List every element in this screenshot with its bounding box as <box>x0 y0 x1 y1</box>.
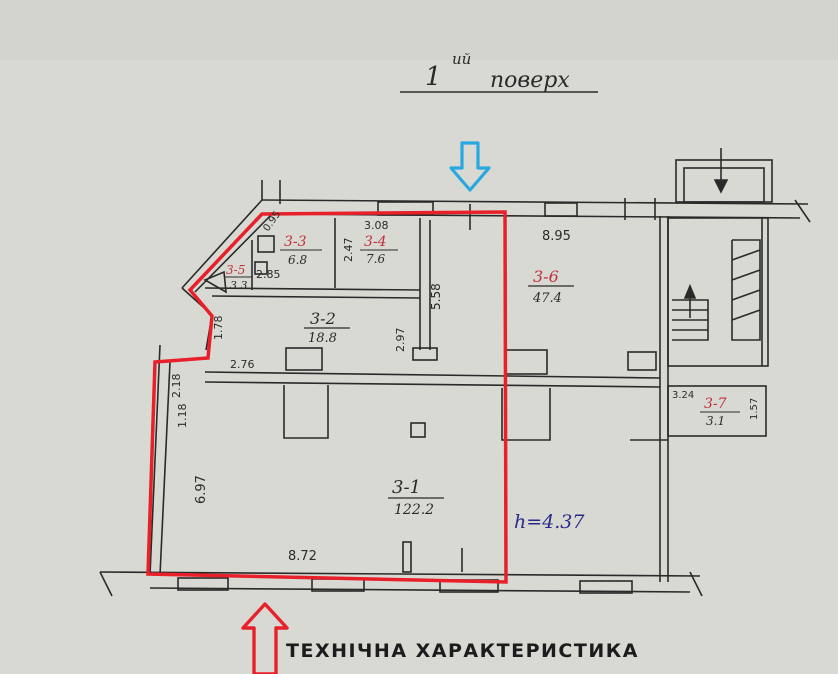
dim-895: 8.95 <box>542 229 571 244</box>
bottom-wall-inner <box>99 571 701 577</box>
dim-308: 3.08 <box>364 219 389 232</box>
stair-flight-step-3 <box>731 289 761 301</box>
floor-title-superscript: ий <box>452 50 471 68</box>
dim-118: 1.18 <box>176 404 189 429</box>
room-32-area: 18.8 <box>308 331 337 346</box>
room-31-id: 3-1 <box>392 477 421 498</box>
walls <box>99 159 811 597</box>
diag-wall-outer <box>181 199 263 289</box>
dim-157: 1.57 <box>749 398 760 420</box>
room-35-area: 3.3 <box>230 279 248 292</box>
dim-297: 2.97 <box>394 328 407 353</box>
room-37-outline <box>667 385 767 437</box>
ceiling-height: h=4.37 <box>514 511 585 533</box>
door-jamb-bottom <box>402 541 412 573</box>
dim-276: 2.76 <box>230 358 255 371</box>
room-32-id: 3-2 <box>310 309 336 328</box>
window-bottom-1 <box>177 577 229 591</box>
left-wall-outer <box>149 344 161 576</box>
floor-title-number: 1 <box>425 62 442 92</box>
corner-fixture <box>203 270 227 294</box>
left-wall-inner <box>159 361 171 576</box>
partition-mid-lower <box>204 381 661 388</box>
column-center <box>410 422 426 438</box>
highlight-outline <box>146 210 508 584</box>
bottom-wall-outer <box>149 587 691 593</box>
floor-title-word: поверх <box>490 68 570 93</box>
stair-flight-step-4 <box>731 309 761 321</box>
inner-arrows <box>683 148 729 318</box>
top-wall-outer <box>261 199 809 205</box>
room-34-id: 3-4 <box>364 234 387 250</box>
pillar-right <box>501 388 551 441</box>
paper-shade <box>0 0 838 60</box>
bottom-wall-break-right <box>689 571 703 597</box>
mid-door-opening-1 <box>285 347 323 371</box>
bottom-wall-break-left <box>99 571 113 597</box>
mid-door-opening-3 <box>627 351 657 371</box>
dim-872: 8.72 <box>288 549 317 564</box>
stairwell <box>667 217 769 367</box>
dim-178: 1.78 <box>212 316 225 341</box>
top-wall-break <box>794 199 811 223</box>
stair-flight-step-1 <box>731 249 761 261</box>
room-36-area: 47.4 <box>532 291 562 306</box>
room-33-area: 6.8 <box>288 253 307 267</box>
floor-title: 1 ий поверх <box>400 50 598 93</box>
pillar-left <box>283 385 329 439</box>
dim-324: 3.24 <box>672 390 694 401</box>
room-labels: 3-1 122.2 3-2 18.8 3-3 6.8 3-5 3.3 3-4 7… <box>224 234 740 518</box>
entry-red-arrow <box>241 602 289 674</box>
dim-558: 5.58 <box>429 283 443 310</box>
room-37-area: 3.1 <box>706 414 725 428</box>
top-blue-arrow <box>449 141 491 192</box>
room-33-id: 3-3 <box>284 234 307 250</box>
partition-mid-upper <box>204 371 661 379</box>
dim-285: 2.85 <box>256 268 281 281</box>
stair-entry-arrow-head <box>713 179 729 194</box>
stair-entry-box-inner <box>683 167 765 203</box>
footer-caption: ТЕХНІЧНА ХАРАКТЕРИСТИКА <box>286 640 639 662</box>
room-31-area: 122.2 <box>394 502 434 518</box>
room-34-area: 7.6 <box>366 252 385 266</box>
dim-247: 2.47 <box>342 238 355 263</box>
dim-218: 2.18 <box>170 374 183 399</box>
dimension-labels: 0.95 3.08 2.47 2.85 5.58 2.97 8.95 1.78 … <box>170 209 760 564</box>
room-35-id: 3-5 <box>226 263 245 277</box>
toilet-fixture <box>257 235 275 253</box>
dim-697: 6.97 <box>194 475 209 504</box>
stair-flight-step-2 <box>731 269 761 281</box>
stair-flight <box>731 239 761 341</box>
partition-row-top-inner <box>211 295 421 299</box>
stair-down-arrow-head <box>683 283 697 299</box>
window-top-1 <box>377 201 434 216</box>
window-top-2 <box>544 202 578 217</box>
room-36-id: 3-6 <box>533 267 559 286</box>
door-32 <box>412 347 438 361</box>
room-37-id: 3-7 <box>704 396 727 412</box>
partition-row-top <box>204 287 421 291</box>
window-bottom-4 <box>579 580 633 594</box>
sink-fixture <box>254 261 268 275</box>
